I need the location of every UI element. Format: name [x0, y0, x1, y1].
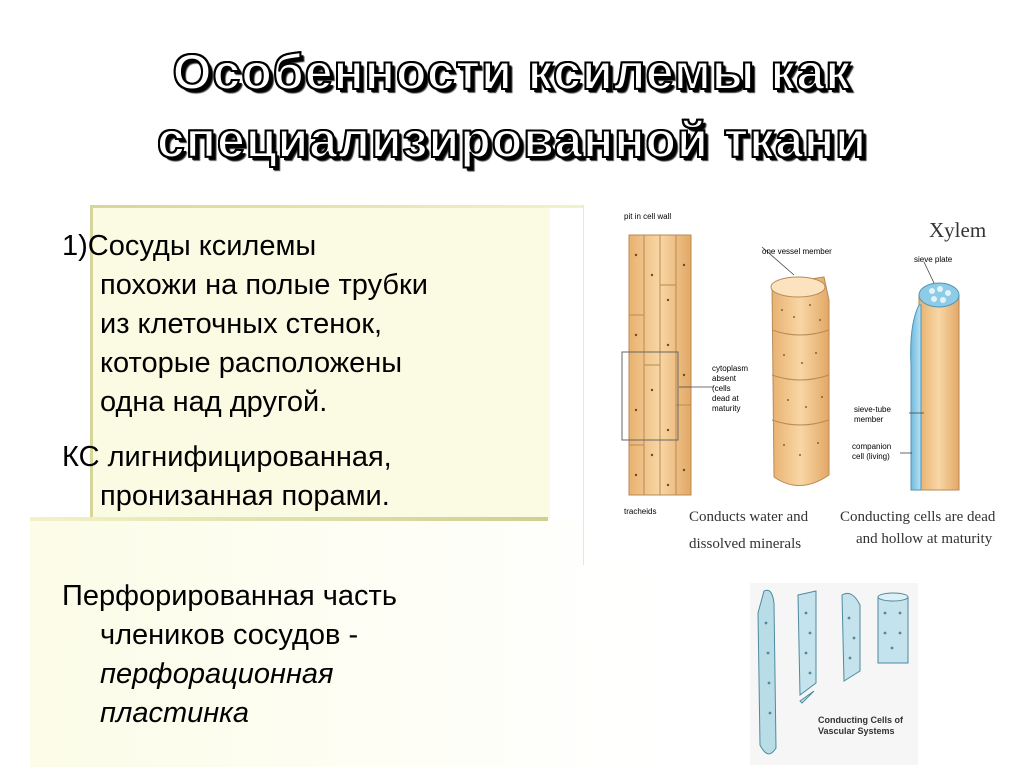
slide-title: Особенности ксилемы как специализированн…: [0, 38, 1024, 174]
caption-right-2: and hollow at maturity: [856, 531, 993, 547]
label-tracheids: tracheids: [624, 507, 656, 516]
point-3-line-2: члеников сосудов -: [100, 619, 359, 651]
label-sieve-tube-2: member: [854, 415, 884, 424]
point-1-line-3: из клеточных стенок,: [100, 308, 383, 340]
point-2-line-2: пронизанная порами.: [100, 480, 390, 512]
point-1-line-1: 1)Сосуды ксилемы: [62, 230, 317, 262]
lower-caption-2: Vascular Systems: [818, 726, 895, 736]
point-2-line-1: КС лигнифицированная,: [62, 441, 392, 473]
label-sieve-tube-1: sieve-tube: [854, 405, 891, 414]
caption-left-1: Conducts water and: [689, 509, 809, 525]
label-sieve-plate: sieve plate: [914, 255, 953, 264]
title-line-1: Особенности ксилемы как: [172, 43, 852, 101]
label-cytoplasm-2: absent: [712, 374, 737, 383]
band-top-edge: [90, 205, 590, 208]
point-3-line-1: Перфорированная часть: [62, 580, 397, 612]
point-1-line-4: которые расположены: [100, 347, 403, 379]
vessel-member-drawing: [761, 246, 830, 486]
point-3-line-3: перфорационная: [100, 658, 334, 690]
background-band: [90, 205, 550, 520]
label-cytoplasm-5: maturity: [712, 404, 740, 413]
point-3-text: Перфорированная часть члеников сосудов -…: [62, 577, 397, 733]
label-cytoplasm-1: cytoplasm: [712, 364, 748, 373]
title-line-2: специализированной ткани: [156, 111, 867, 169]
vascular-cell-shapes: [757, 589, 909, 755]
band-bottom-edge: [30, 517, 548, 521]
vascular-cells-illustration: Conducting Cells of Vascular Systems: [757, 589, 909, 755]
point-3-line-4: пластинка: [100, 697, 250, 729]
label-cytoplasm-4: dead at: [712, 394, 739, 403]
vascular-cells-figure: Conducting Cells of Vascular Systems: [750, 583, 918, 765]
caption-left-2: dissolved minerals: [689, 536, 801, 552]
xylem-illustration: pit in cell wall one vessel member Xylem…: [621, 212, 996, 552]
point-1-text: 1)Сосуды ксилемы похожи на полые трубки …: [62, 227, 428, 422]
point-2-text: КС лигнифицированная, пронизанная порами…: [62, 438, 392, 516]
label-cytoplasm-3: (cells: [712, 384, 731, 393]
label-companion-1: companion: [852, 442, 891, 451]
sieve-tube-drawing: [900, 261, 960, 491]
label-vessel-member: one vessel member: [762, 247, 832, 256]
tracheids-drawing: [621, 234, 714, 496]
lower-caption-1: Conducting Cells of: [818, 715, 904, 725]
label-xylem: Xylem: [929, 218, 986, 242]
point-1-line-2: похожи на полые трубки: [100, 269, 428, 301]
label-pit: pit in cell wall: [624, 212, 671, 221]
xylem-figure: pit in cell wall one vessel member Xylem…: [583, 205, 1020, 565]
caption-right-1: Conducting cells are dead: [840, 509, 996, 525]
label-companion-2: cell (living): [852, 452, 890, 461]
band-left-edge: [90, 205, 93, 520]
point-1-line-5: одна над другой.: [100, 386, 328, 418]
